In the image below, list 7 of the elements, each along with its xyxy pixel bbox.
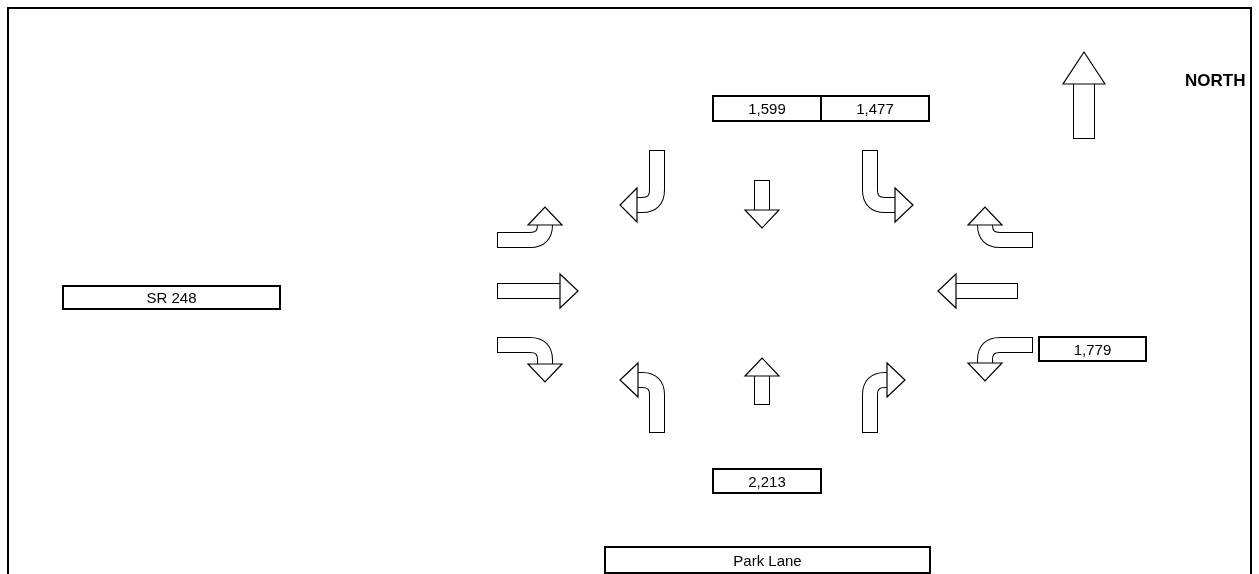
- street-name-box: Park Lane: [604, 546, 931, 574]
- compass-label: NORTH: [1185, 71, 1246, 91]
- volume-box: 1,599: [712, 95, 822, 122]
- volume-box: 1,779: [1038, 336, 1147, 362]
- volume-box: 2,213: [712, 468, 822, 494]
- street-name-box: SR 248: [62, 285, 281, 310]
- volume-box: 1,477: [820, 95, 930, 122]
